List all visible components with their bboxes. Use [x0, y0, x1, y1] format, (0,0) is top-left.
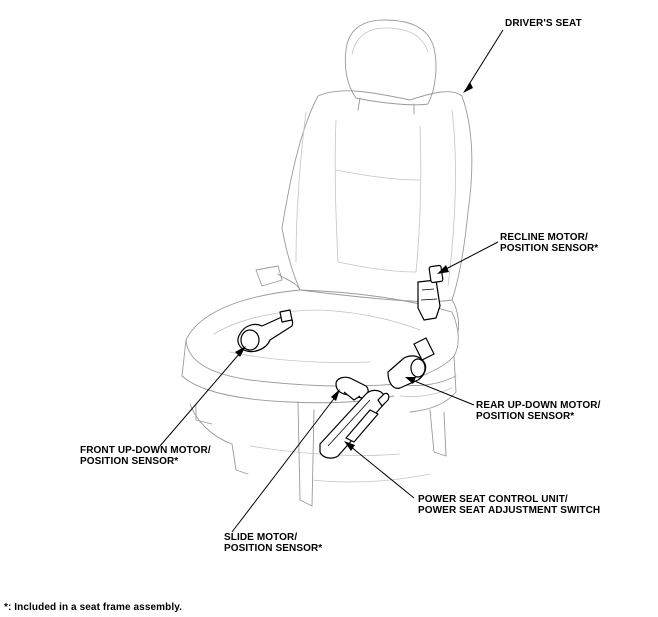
rear-updown-motor-part [387, 337, 435, 389]
label-drivers-seat-text: DRIVER'S SEAT [505, 18, 582, 29]
label-power-seat-control-unit: POWER SEAT CONTROL UNIT/ POWER SEAT ADJU… [418, 494, 600, 516]
label-recline-motor: RECLINE MOTOR/ POSITION SENSOR* [500, 232, 598, 254]
front-updown-motor-part [237, 309, 294, 353]
label-slide-motor: SLIDE MOTOR/ POSITION SENSOR* [224, 532, 322, 554]
recline-motor-part [417, 264, 444, 321]
label-power-seat-control-unit-line1: POWER SEAT CONTROL UNIT/ [418, 494, 568, 505]
label-slide-motor-line2: POSITION SENSOR* [224, 543, 323, 554]
label-recline-motor-line2: POSITION SENSOR* [500, 243, 599, 254]
label-front-updown-motor-line2: POSITION SENSOR* [80, 456, 179, 467]
label-rear-updown-motor-line2: POSITION SENSOR* [476, 411, 575, 422]
label-front-updown-motor: FRONT UP-DOWN MOTOR/ POSITION SENSOR* [80, 445, 211, 467]
label-drivers-seat: DRIVER'S SEAT [505, 18, 582, 29]
label-rear-updown-motor-line1: REAR UP-DOWN MOTOR/ [476, 400, 601, 411]
label-power-seat-control-unit-line2: POWER SEAT ADJUSTMENT SWITCH [418, 505, 601, 516]
footnote: *: Included in a seat frame assembly. [4, 602, 182, 613]
power-seat-control-unit-part [319, 389, 390, 459]
label-slide-motor-line1: SLIDE MOTOR/ [224, 532, 298, 543]
label-front-updown-motor-line1: FRONT UP-DOWN MOTOR/ [80, 445, 211, 456]
leader-lines [159, 29, 504, 533]
label-rear-updown-motor: REAR UP-DOWN MOTOR/ POSITION SENSOR* [476, 400, 601, 422]
footnote-text: *: Included in a seat frame assembly. [4, 602, 183, 613]
seat-outline [181, 19, 473, 507]
slide-motor-part [335, 376, 369, 401]
label-recline-motor-line1: RECLINE MOTOR/ [500, 232, 588, 243]
